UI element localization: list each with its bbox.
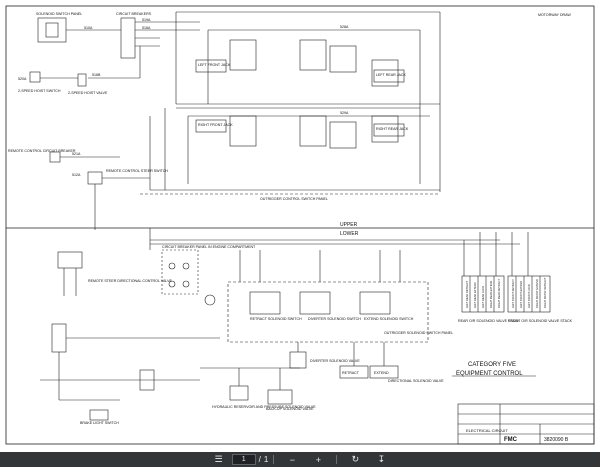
extend-label: EXTEND [374,371,389,375]
toolbar-divider [336,455,338,464]
right-front-jack-label: RIGHT FRONT JACK [198,123,233,127]
outrigger-panel-label: OUTRIGGER CONTROL SWITCH PANEL [260,197,328,201]
wire-519a: 519A [142,18,151,22]
minus-icon[interactable]: − [289,454,295,465]
solenoid-panel-label: SOLENOID SWITCH PANEL [36,12,82,16]
wiring-diagram: SOLENOID SWITCH PANEL CIRCUIT BREAKERS M… [5,5,595,445]
drawing-number: 3820090 B [544,437,569,443]
page-total: 1 [263,455,269,464]
download-icon[interactable]: ↧ [377,454,386,464]
front-stack-item-4: RIGHT FRONT RETRACT [543,277,547,308]
backup-valve-label: BACK-UP SOLENOID VALVE [266,407,314,411]
rear-stack-item-3: RIGHT REAR EXTEND [489,281,493,308]
toolbar-divider [273,455,275,464]
rear-stack-item-1: LEFT REAR EXTEND [473,282,477,308]
front-stack-item-2: LEFT FRONT LOCK [527,284,531,308]
page-separator: / [258,455,261,464]
page-indicator: 1 / 1 [231,454,269,465]
circuit-breakers-label: CIRCUIT BREAKERS [116,12,152,16]
remote-steer-label: REMOTE CONTROL STEER SWITCH [106,169,168,173]
category-label: CATEGORY FIVE [468,362,516,368]
brand-logo: FMC [504,437,518,443]
wire-529a: 529A [340,111,349,115]
wire-516a: 516A [142,26,151,30]
remote-steer-valve-label: REMOTE STEER DIRECTIONAL CONTROL VALVE [88,279,172,283]
circuit-breaker-panel-label: CIRCUIT BREAKER PANEL IN ENGINE COMPARTM… [162,245,256,249]
hoist-switch-label: 2-SPEED HOIST SWITCH [18,89,61,93]
left-rear-jack-label: LEFT REAR JACK [376,73,406,77]
outrigger-solenoid-panel-label: OUTRIGGER SOLENOID SWITCH PANEL [384,331,453,335]
retract-switch-label: RETRACT SOLENOID SWITCH [250,317,302,321]
wire-520a: 520A [18,77,27,81]
rear-stack-item-2: LEFT REAR LOCK [481,286,485,308]
wire-512a: 512A [72,173,81,177]
equipment-label: EQUIPMENT CONTROL [456,371,523,377]
front-stack-item-1: LEFT FRONT EXTEND [519,281,523,308]
upper-label: UPPER [340,222,358,228]
diverter-switch-label: DIVERTER SOLENOID SWITCH [308,317,361,321]
front-stack-label: FRONT O/R SOLENOID VALVE STACK [508,319,573,323]
front-stack-item-3: RIGHT FRONT EXTEND [535,279,539,308]
rotate-icon[interactable]: ↻ [351,454,360,464]
right-rear-jack-label: RIGHT REAR JACK [376,127,409,131]
hoist-valve-label: 2-SPEED HOIST VALVE [68,91,108,95]
diverter-valve-label: DIVERTER SOLENOID VALVE [310,359,360,363]
top-right-caption: MOTORWAY DRAW [538,13,571,17]
wire-528a: 528A [340,25,349,29]
menu-icon[interactable]: ☰ [214,454,223,464]
hydraulic-reservoir-label: HYDRAULIC RESERVOIR AND PRESSURE SOLENOI… [212,405,316,409]
pdf-toolbar: ☰ 1 / 1 − + ↻ ↧ [0,452,600,467]
rear-stack-item-4: RIGHT REAR RETRACT [497,279,501,308]
lower-label: LOWER [340,231,359,237]
wire-521a: 521A [72,152,81,156]
extend-switch-label: EXTEND SOLENOID SWITCH [364,317,414,321]
wire-516b: 516B [92,73,101,77]
remote-breaker-label: REMOTE CONTROL CIRCUIT BREAKER [8,149,76,153]
page-input[interactable]: 1 [231,454,256,465]
retract-label: RETRACT [342,371,360,375]
left-front-jack-label: LEFT FRONT JACK [198,63,231,67]
rear-stack-item-0: LEFT REAR RETRACT [465,280,469,308]
plus-icon[interactable]: + [315,454,321,465]
wire-510a: 510A [84,26,93,30]
rear-stack-label: REAR O/R SOLENOID VALVE STACK [458,319,520,323]
schematic-sheet: SOLENOID SWITCH PANEL CIRCUIT BREAKERS M… [5,5,595,445]
front-stack-item-0: LEFT FRONT RETRACT [511,279,515,308]
title-block-label: ELECTRICAL CIRCUIT [466,428,508,433]
directional-valve-label: DIRECTIONAL SOLENOID VALVE [388,379,444,383]
brake-light-label: BRAKE LIGHT SWITCH [80,421,119,425]
